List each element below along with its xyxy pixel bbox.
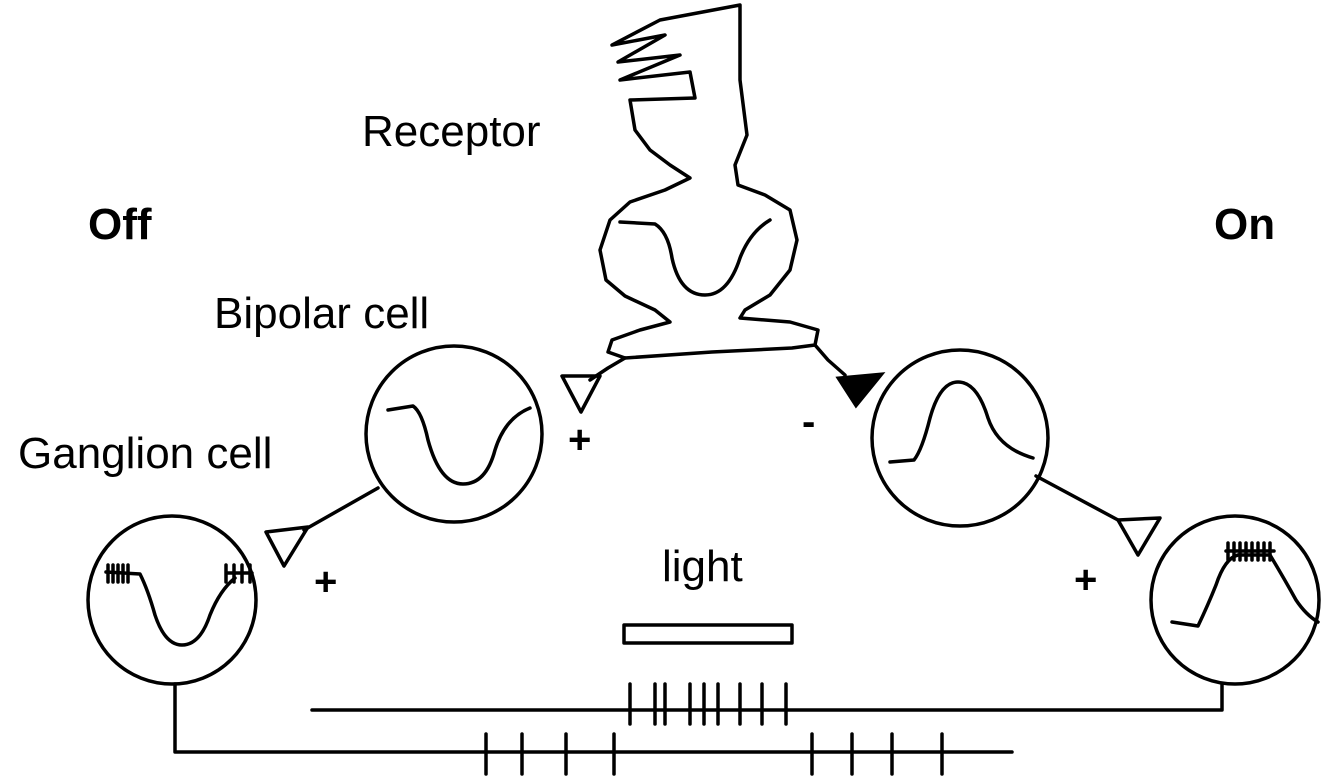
off-ganglion-synapse-triangle <box>264 525 310 568</box>
receptor-cell-outline <box>598 3 820 360</box>
on-ganglion-synapse-sign: + <box>1074 558 1098 602</box>
light-stimulus-bar <box>622 623 794 645</box>
off-ganglion-synapse-sign: + <box>314 560 338 604</box>
off-pathway-label: Off <box>88 200 152 249</box>
on-ganglion-cell <box>1149 514 1321 686</box>
off-ganglion-spikes-early <box>106 563 130 584</box>
off-ganglion-spike-train-line <box>173 682 1014 754</box>
off-ganglion-response-trace <box>104 570 237 647</box>
off-bipolar-response-trace <box>386 404 532 486</box>
on-bipolar-to-ganglion-line <box>1034 474 1120 522</box>
off-bipolar-synapse-sign: + <box>568 418 592 462</box>
bipolar-cell-label: Bipolar cell <box>214 289 430 338</box>
ganglion-cell-label: Ganglion cell <box>18 429 273 478</box>
on-bipolar-synapse-sign: - <box>802 400 816 444</box>
on-bipolar-synapse-triangle <box>835 372 886 409</box>
off-ganglion-spikes-late <box>224 563 254 584</box>
off-ganglion-spike-train-spikes <box>484 732 944 776</box>
receptor-terminal-right <box>813 343 847 377</box>
on-ganglion-synapse-triangle <box>1116 516 1162 557</box>
off-ganglion-cell <box>86 514 258 686</box>
off-bipolar-to-ganglion-line <box>302 486 380 532</box>
receptor-response-trace <box>618 218 772 297</box>
on-bipolar-response-trace <box>888 380 1035 464</box>
off-bipolar-synapse-triangle <box>560 374 602 414</box>
light-label: light <box>662 542 743 591</box>
on-ganglion-response-trace <box>1170 553 1320 628</box>
off-bipolar-cell <box>364 344 544 524</box>
on-ganglion-spike-train-line <box>310 682 1224 712</box>
on-bipolar-cell <box>870 348 1050 528</box>
receptor-label: Receptor <box>362 107 541 156</box>
on-ganglion-spike-train-spikes <box>628 682 788 726</box>
on-ganglion-spikes <box>1224 541 1276 562</box>
on-pathway-label: On <box>1214 200 1276 249</box>
